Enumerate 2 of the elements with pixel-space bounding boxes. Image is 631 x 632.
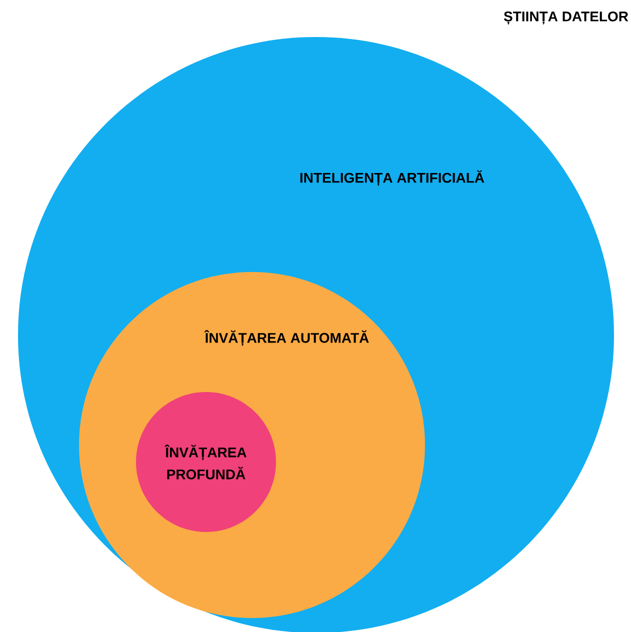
circle-area: ÎNVĂȚAREA PROFUNDĂ — [136, 392, 276, 532]
heading-label: ȘTIINȚA DATELOR — [504, 11, 628, 24]
